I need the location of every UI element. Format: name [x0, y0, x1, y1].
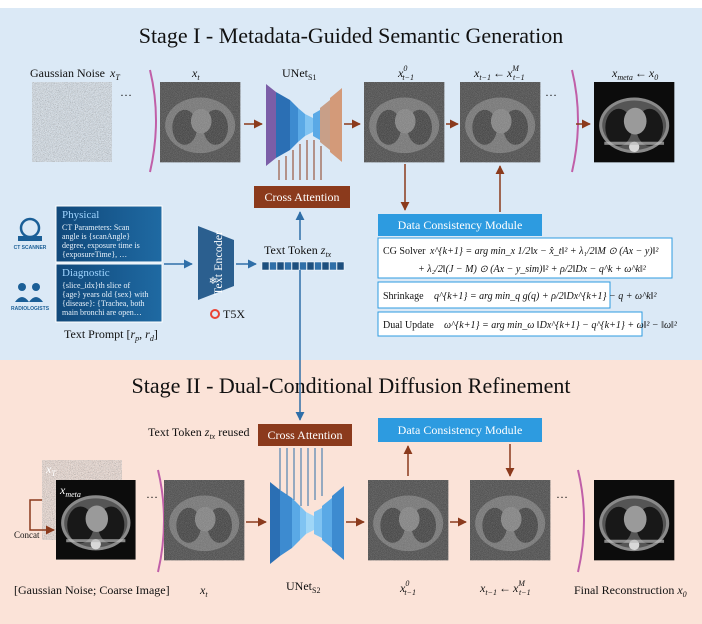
divider-3 — [157, 469, 165, 573]
snowflake-icon: ❄ — [209, 276, 217, 287]
ellipsis-2: … — [545, 85, 557, 99]
xmeta-label-2: xmeta — [59, 483, 81, 499]
physical-head: Physical — [62, 209, 99, 221]
dcm-1-label: Data Consistency Module — [398, 218, 523, 232]
concat-bracket — [29, 499, 55, 535]
diagnostic-line-3: main bronchi are open… — [62, 308, 142, 317]
token-cell — [291, 261, 300, 271]
text-encoder — [198, 226, 234, 300]
token-cell — [299, 261, 307, 271]
xm-image-2 — [470, 480, 550, 560]
t5x-label: T5X — [223, 307, 245, 321]
divider-1 — [149, 69, 157, 173]
x0-image-2 — [368, 480, 448, 560]
token-cell — [321, 261, 330, 271]
xt-label-1: xt — [191, 66, 200, 82]
token-cell — [269, 261, 277, 271]
physical-box — [55, 205, 163, 263]
radiologists-label: RADIOLOGISTS — [11, 306, 50, 312]
dual-update-box: Dual Update ω^{k+1} = arg min_ω ‖Dx^{k+1… — [377, 311, 678, 337]
token-cell — [284, 261, 292, 271]
dual-update-label: Dual Update — [383, 320, 434, 331]
cross-attention-1-label: Cross Attention — [264, 190, 339, 204]
cg-eq-line2: + λ₂/2‖(J − M) ⊙ (Ax − y_sim)‖² + ρ/2‖Dx… — [418, 264, 647, 275]
cg-solver-label: CG Solver — [383, 246, 426, 257]
divider-4 — [577, 469, 585, 573]
physical-line-2: degree, exposure time is — [62, 241, 140, 250]
ct-scanner-icon: CT SCANNER — [14, 217, 47, 251]
cross-attention-2 — [258, 424, 352, 446]
unet-s1 — [266, 84, 342, 180]
token-cell — [276, 261, 285, 271]
gaussian-noise-image — [32, 82, 112, 162]
ellipsis-4: … — [556, 487, 568, 501]
token-cell — [329, 261, 337, 271]
cross-attention-2-label: Cross Attention — [267, 428, 342, 442]
cg-eq-line1: x^{k+1} = arg min_x 1/2‖x − x̂_t‖² + λ₁/… — [429, 246, 659, 257]
stage2-title: Stage II - Dual-Conditional Diffusion Re… — [132, 373, 571, 398]
xt-label-2: xt — [199, 583, 208, 599]
ellipsis-1: … — [120, 85, 132, 99]
text-token-bar — [261, 261, 345, 271]
unet-s2 — [270, 448, 344, 564]
concat-label: Concat — [14, 530, 40, 540]
ellipsis-3: … — [146, 487, 158, 501]
unet-s2-label: UNetS2 — [286, 579, 320, 595]
xm-image-1 — [460, 82, 540, 162]
token-cell — [314, 261, 322, 271]
unet-s1-label: UNetS1 — [282, 66, 316, 82]
shrinkage-label: Shrinkage — [383, 291, 424, 302]
cg-solver-box: CG Solver x^{k+1} = arg min_x 1/2‖x − x̂… — [377, 237, 673, 279]
x0-image-1 — [364, 82, 444, 162]
text-encoder-label: Text Encoder — [211, 231, 225, 295]
diagnostic-head: Diagnostic — [62, 267, 110, 279]
dcm-2-label: Data Consistency Module — [398, 423, 523, 437]
xT-label-2: xT — [45, 462, 56, 478]
dcm-2 — [378, 418, 542, 442]
stage1-title: Stage I - Metadata-Guided Semantic Gener… — [139, 23, 564, 48]
cross-attention-1 — [254, 186, 350, 208]
text-prompt-label: Text Prompt [rp, rd] — [64, 327, 158, 343]
physical-line-3: {exposureTime}, … — [62, 250, 127, 259]
shrink-eq: q^{k+1} = arg min_q g(q) + ρ/2‖Dx^{k+1} … — [434, 291, 658, 302]
ct-scanner-label: CT SCANNER — [14, 245, 47, 251]
diagnostic-line-0: {slice_idx}th slice of — [62, 281, 130, 290]
shrinkage-box: Shrinkage q^{k+1} = arg min_q g(q) + ρ/2… — [377, 281, 658, 309]
radiologists-icon: RADIOLOGISTS — [11, 283, 50, 312]
diagnostic-line-2: {disease}: {Trachea, both — [62, 299, 145, 308]
token-cell — [336, 261, 345, 271]
xt-image-1 — [160, 82, 240, 162]
final-image — [594, 480, 675, 561]
token-cell — [306, 261, 315, 271]
diagnostic-box — [55, 263, 163, 323]
dual-eq: ω^{k+1} = arg min_ω ‖Dx^{k+1} − q^{k+1} … — [444, 320, 678, 331]
dcm-1 — [378, 214, 542, 236]
google-icon — [210, 309, 220, 319]
xmeta-label: xmeta←x0 — [611, 66, 658, 82]
physical-line-0: CT Parameters: Scan — [62, 223, 129, 232]
xmeta-image — [594, 82, 675, 163]
xt-image-2 — [164, 480, 244, 560]
diagnostic-line-1: {age} years old {sex} with — [62, 290, 148, 299]
token-cell — [261, 261, 270, 271]
divider-2 — [571, 69, 579, 173]
physical-line-1: angle is {scanAngle} — [62, 232, 130, 241]
bottom-input-label: [Gaussian Noise; Coarse Image] — [14, 583, 170, 597]
